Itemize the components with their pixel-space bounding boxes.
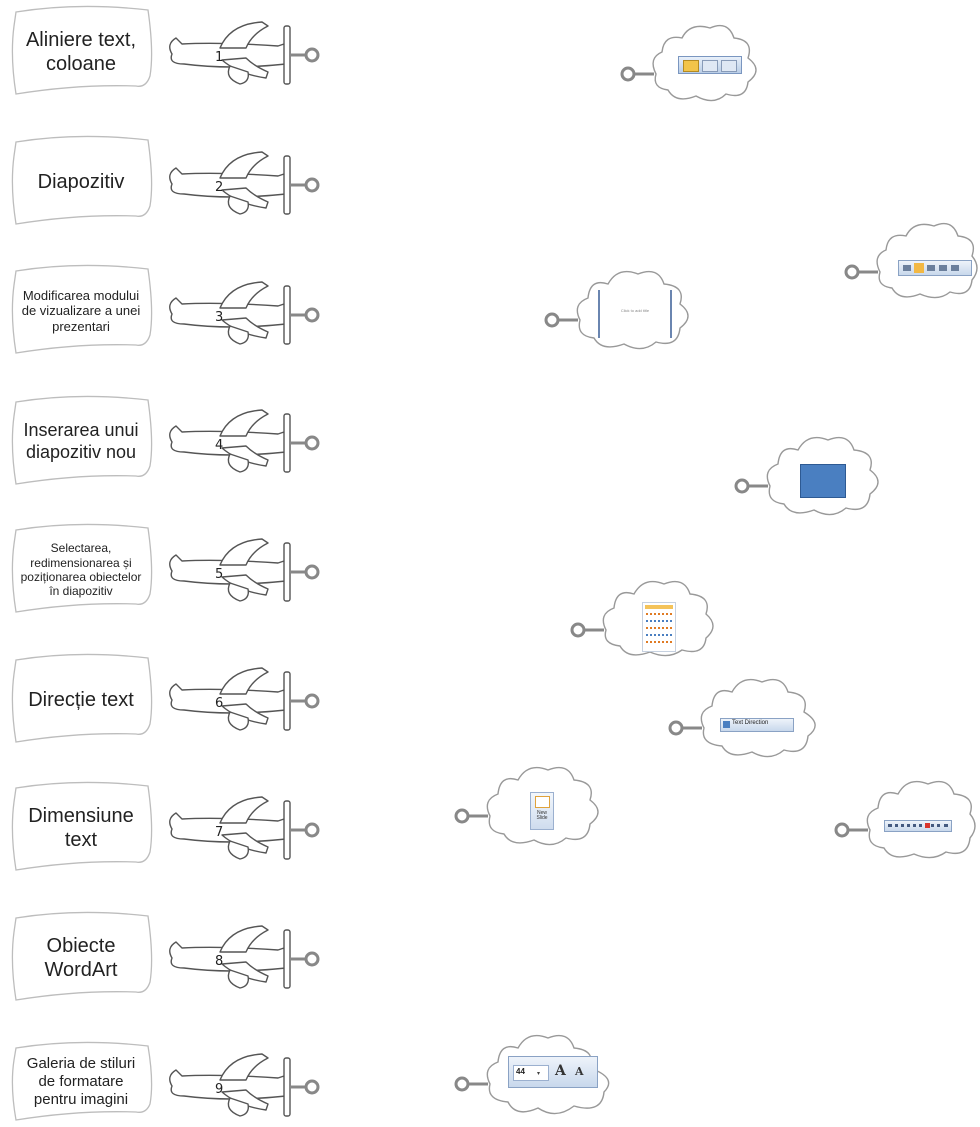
text-direction-thumbnail: Text Direction xyxy=(720,718,794,732)
plane-number: 9 xyxy=(215,1082,224,1097)
cloud-3[interactable]: Click to add title xyxy=(542,262,700,354)
slide-caption: Click to add title xyxy=(620,308,650,313)
card-frame xyxy=(11,135,153,225)
font-size-value: 44 xyxy=(516,1067,525,1076)
card-frame xyxy=(11,264,153,354)
cloud-5[interactable] xyxy=(568,574,720,660)
card-frame xyxy=(11,781,153,871)
term-label: Modificarea modului de vizualizare a une… xyxy=(21,287,141,334)
term-card-6[interactable]: Direcție text xyxy=(8,653,154,746)
slide-thumbnail: Click to add title xyxy=(598,290,672,338)
term-label: Selectarea, redimensionarea și poziționa… xyxy=(20,541,142,599)
blue-rectangle-thumbnail xyxy=(800,464,846,498)
card-frame xyxy=(11,523,153,613)
cloud-4[interactable] xyxy=(732,428,888,520)
card-frame xyxy=(11,5,153,95)
term-card-8[interactable]: Obiecte WordArt xyxy=(8,911,154,1004)
shapes-gallery-thumbnail xyxy=(642,602,676,652)
plane-number: 7 xyxy=(215,825,224,840)
airplane-icon xyxy=(169,1053,320,1117)
airplane-icon xyxy=(169,281,320,345)
term-label: Obiecte WordArt xyxy=(44,935,118,981)
card-frame xyxy=(11,653,153,743)
plane-number: 6 xyxy=(215,696,224,711)
term-card-3[interactable]: Modificarea modului de vizualizare a une… xyxy=(8,264,154,357)
cloud-7[interactable] xyxy=(832,774,980,862)
plane-9: 9 xyxy=(160,1050,322,1122)
term-card-7[interactable]: Dimensiune text xyxy=(8,781,154,874)
term-card-4[interactable]: Inserarea unui diapozitiv nou xyxy=(8,395,154,488)
font-size-thumbnail: 44 ▾ A A xyxy=(508,1056,598,1088)
shrink-font-icon: A xyxy=(575,1065,584,1078)
term-label: Inserarea unui diapozitiv nou xyxy=(23,420,139,462)
new-slide-caption: New Slide xyxy=(536,810,548,821)
plane-1: 1 xyxy=(160,18,322,90)
term-label: Galeria de stiluri de formatare pentru i… xyxy=(26,1055,136,1108)
plane-6: 6 xyxy=(160,664,322,736)
card-frame xyxy=(11,395,153,485)
plane-7: 7 xyxy=(160,793,322,865)
term-label: Diapozitiv xyxy=(37,171,125,193)
plane-number: 4 xyxy=(215,438,224,453)
cloud-8[interactable]: Text Direction xyxy=(666,678,830,770)
cloud-9[interactable]: 44 ▾ A A xyxy=(452,1034,620,1122)
cloud-2[interactable] xyxy=(842,214,980,302)
new-slide-button-thumbnail: New Slide xyxy=(530,792,554,830)
airplane-icon xyxy=(169,151,320,215)
airplane-icon xyxy=(169,667,320,731)
airplane-icon xyxy=(169,538,320,602)
airplane-icon xyxy=(169,925,320,989)
plane-number: 1 xyxy=(215,50,224,65)
plane-8: 8 xyxy=(160,922,322,994)
airplane-icon xyxy=(169,409,320,473)
term-card-2[interactable]: Diapozitiv xyxy=(8,135,154,228)
cloud-icon xyxy=(834,780,976,859)
term-label: Dimensiune text xyxy=(28,805,134,851)
plane-number: 8 xyxy=(215,954,224,969)
cloud-1[interactable] xyxy=(618,16,768,106)
plane-number: 3 xyxy=(215,310,224,325)
grow-font-icon: A xyxy=(555,1063,566,1079)
plane-4: 4 xyxy=(160,406,322,478)
text-direction-caption: Text Direction xyxy=(732,720,769,726)
term-card-5[interactable]: Selectarea, redimensionarea și poziționa… xyxy=(8,523,154,616)
cloud-6[interactable]: New Slide xyxy=(452,760,608,852)
term-label: Direcție text xyxy=(28,689,134,711)
plane-3: 3 xyxy=(160,278,322,350)
airplane-icon xyxy=(169,796,320,860)
plane-number: 5 xyxy=(215,567,224,582)
term-label: Aliniere text, coloane xyxy=(25,29,137,75)
font-toolbar-thumbnail xyxy=(884,820,952,832)
alignment-buttons-thumbnail xyxy=(898,260,972,276)
term-card-1[interactable]: Aliniere text, coloane xyxy=(8,5,154,98)
airplane-icon xyxy=(169,21,320,85)
card-frame xyxy=(11,1041,153,1121)
view-buttons-thumbnail xyxy=(678,56,742,74)
card-frame xyxy=(11,911,153,1001)
cloud-icon xyxy=(844,222,978,299)
plane-number: 2 xyxy=(215,180,224,195)
plane-2: 2 xyxy=(160,148,322,220)
term-card-9[interactable]: Galeria de stiluri de formatare pentru i… xyxy=(8,1041,154,1122)
plane-5: 5 xyxy=(160,535,322,607)
